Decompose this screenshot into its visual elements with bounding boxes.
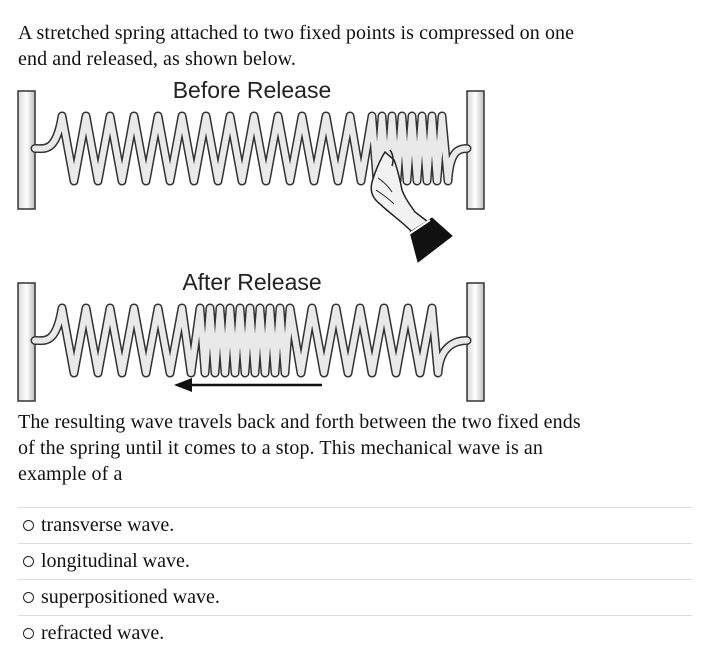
wave-direction-arrow — [174, 378, 322, 392]
option-refracted[interactable]: refracted wave. — [18, 615, 692, 651]
answer-options: transverse wave. longitudinal wave. supe… — [18, 507, 692, 651]
radio-icon[interactable] — [23, 556, 34, 567]
before-release-diagram: Before Release — [17, 77, 485, 263]
radio-icon[interactable] — [23, 592, 34, 603]
spring-before — [30, 111, 472, 186]
radio-icon[interactable] — [23, 520, 34, 531]
spring-coil-fill — [32, 113, 470, 184]
radio-icon[interactable] — [23, 628, 34, 639]
spring-coil-fill — [32, 305, 470, 376]
spring-after — [30, 303, 472, 378]
question-intro: A stretched spring attached to two fixed… — [18, 22, 575, 70]
option-longitudinal[interactable]: longitudinal wave. — [18, 543, 692, 579]
option-label: transverse wave. — [41, 514, 175, 536]
option-superpositioned[interactable]: superpositioned wave. — [18, 579, 692, 615]
option-label: superpositioned wave. — [41, 586, 220, 608]
option-transverse[interactable]: transverse wave. — [18, 507, 692, 543]
hand-icon — [370, 149, 453, 263]
after-release-diagram: After Release — [17, 269, 485, 402]
option-label: refracted wave. — [41, 622, 165, 644]
spring-figure: Before Release After Release — [17, 77, 485, 402]
before-release-label: Before Release — [173, 77, 332, 103]
after-release-label: After Release — [182, 269, 321, 295]
question-conclusion: The resulting wave travels back and fort… — [18, 411, 581, 485]
option-label: longitudinal wave. — [41, 550, 190, 572]
